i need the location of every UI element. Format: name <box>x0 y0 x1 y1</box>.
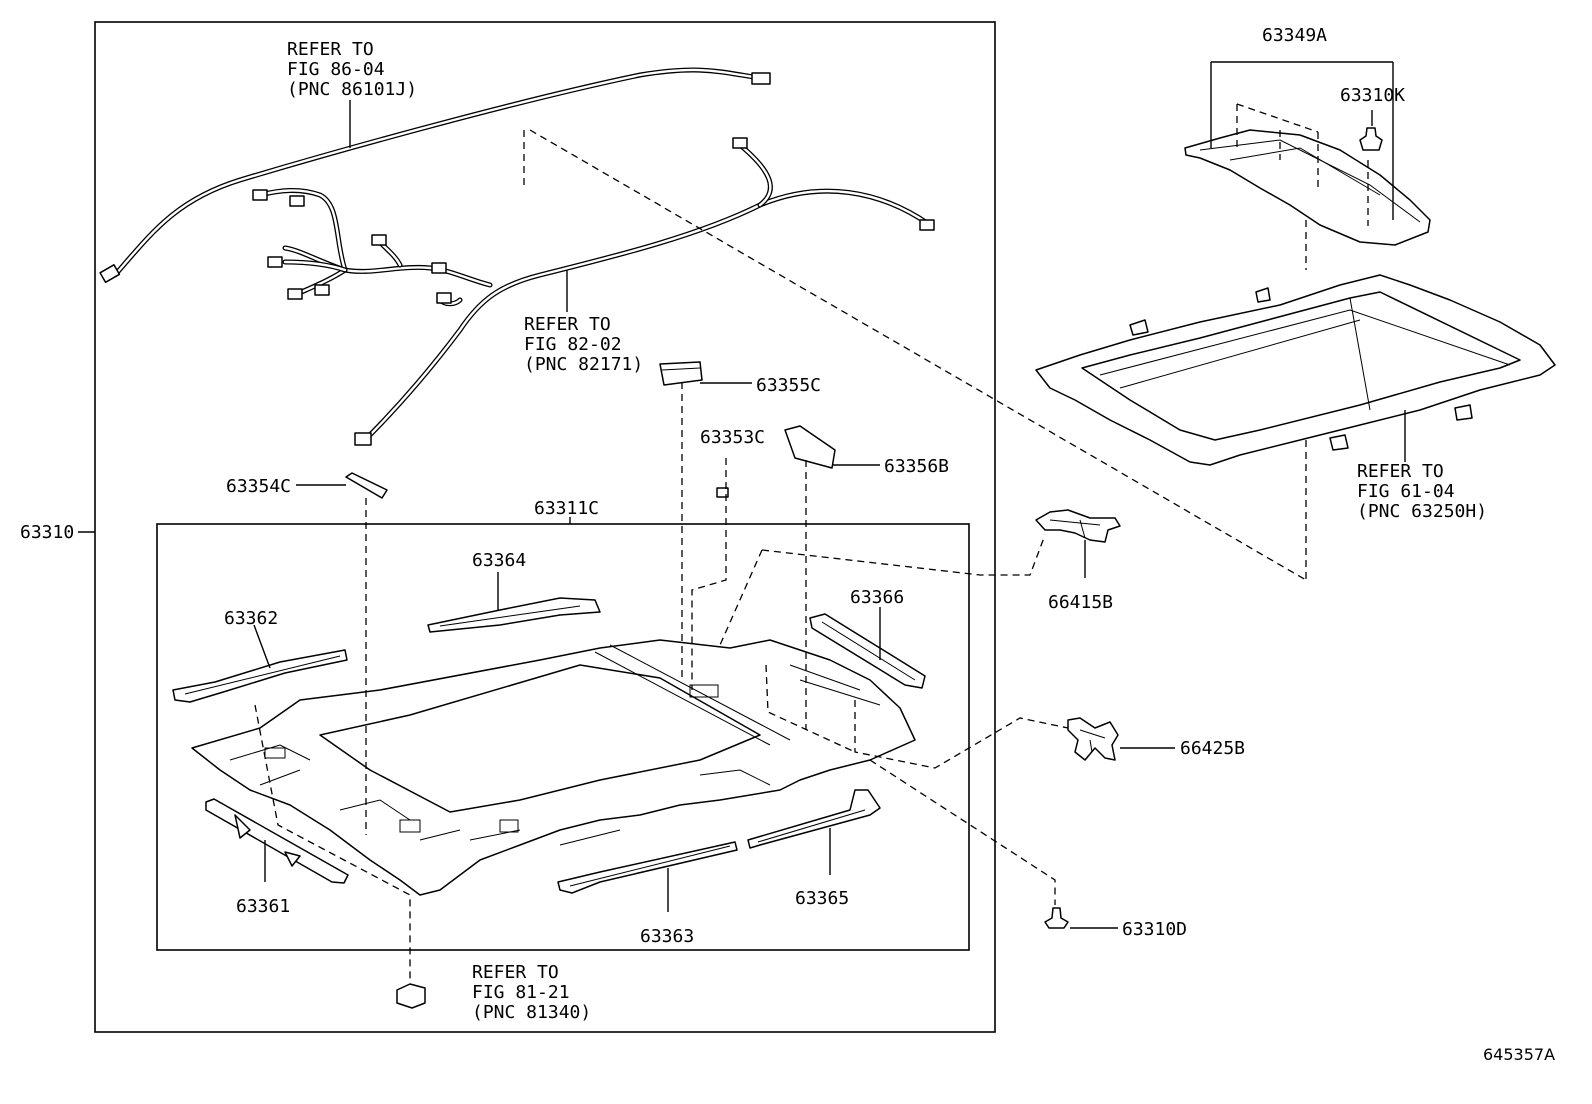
roof-wire-harness <box>99 67 771 284</box>
reference-lamp: REFER TO FIG 81-21 (PNC 81340) <box>472 962 591 1023</box>
ref-lamp-line2: FIG 81-21 <box>472 982 570 1003</box>
pad-63356b <box>784 425 836 469</box>
reference-sunroof-housing: REFER TO FIG 61-04 (PNC 63250H) <box>1357 461 1487 522</box>
assembly-guide-lines <box>254 129 1307 980</box>
label-63363: 63363 <box>640 926 694 947</box>
reinforcement-63364 <box>427 597 601 633</box>
outer-assembly-frame <box>94 21 996 1033</box>
reinforcement-63363 <box>557 841 738 894</box>
callout-labels: 63310 63311C 63364 63362 63366 63361 633… <box>20 25 1405 947</box>
sunshade-assembly <box>1184 103 1431 246</box>
label-63310: 63310 <box>20 522 74 543</box>
label-63362: 63362 <box>224 608 278 629</box>
ref-sunroof-line2: FIG 61-04 <box>1357 481 1455 502</box>
ref-lamp-line1: REFER TO <box>472 962 559 983</box>
label-66415b: 66415B <box>1048 592 1113 613</box>
ref-harness-roof-line3: (PNC 86101J) <box>287 79 417 100</box>
sunshade-clip-63310k <box>1359 127 1383 151</box>
label-63356b: 63356B <box>884 456 949 477</box>
label-63366: 63366 <box>850 587 904 608</box>
label-63349a: 63349A <box>1262 25 1327 46</box>
label-63354c: 63354C <box>226 476 291 497</box>
pad-63354c <box>345 472 388 499</box>
reference-harness-roof: REFER TO FIG 86-04 (PNC 86101J) <box>287 39 417 100</box>
ref-harness-main-line3: (PNC 82171) <box>524 354 643 375</box>
pad-63355c <box>659 361 703 386</box>
label-63361: 63361 <box>236 896 290 917</box>
label-63310d: 63310D <box>1122 919 1187 940</box>
label-63310k: 63310K <box>1340 85 1405 106</box>
ref-harness-roof-line1: REFER TO <box>287 39 374 60</box>
bracket-66425b <box>1067 717 1119 761</box>
label-63365: 63365 <box>795 888 849 909</box>
headliner-subassembly-frame <box>156 523 970 951</box>
label-63364: 63364 <box>472 550 526 571</box>
leader-lines <box>78 61 1406 929</box>
label-66425b: 66425B <box>1180 738 1245 759</box>
clip-63310d <box>1044 907 1069 929</box>
reinforcement-63362 <box>172 649 348 703</box>
bracket-66415b <box>1035 509 1121 543</box>
ref-harness-main-line2: FIG 82-02 <box>524 334 622 355</box>
sunroof-housing <box>1035 274 1556 466</box>
ref-sunroof-line1: REFER TO <box>1357 461 1444 482</box>
label-63355c: 63355C <box>756 375 821 396</box>
ref-harness-roof-line2: FIG 86-04 <box>287 59 385 80</box>
label-63353c: 63353C <box>700 427 765 448</box>
reinforcement-63365 <box>747 789 881 849</box>
headliner-panel <box>191 639 916 896</box>
main-wire-harness <box>252 137 935 446</box>
pad-63353c <box>716 487 729 498</box>
figure-number: 645357A <box>1483 1045 1555 1064</box>
ref-sunroof-line3: (PNC 63250H) <box>1357 501 1487 522</box>
reinforcement-63366 <box>809 613 926 689</box>
ref-lamp-line3: (PNC 81340) <box>472 1002 591 1023</box>
reference-harness-main: REFER TO FIG 82-02 (PNC 82171) <box>524 314 643 375</box>
label-63311c: 63311C <box>534 498 599 519</box>
room-lamp <box>396 983 426 1009</box>
ref-harness-main-line1: REFER TO <box>524 314 611 335</box>
reinforcement-63361 <box>205 798 349 884</box>
